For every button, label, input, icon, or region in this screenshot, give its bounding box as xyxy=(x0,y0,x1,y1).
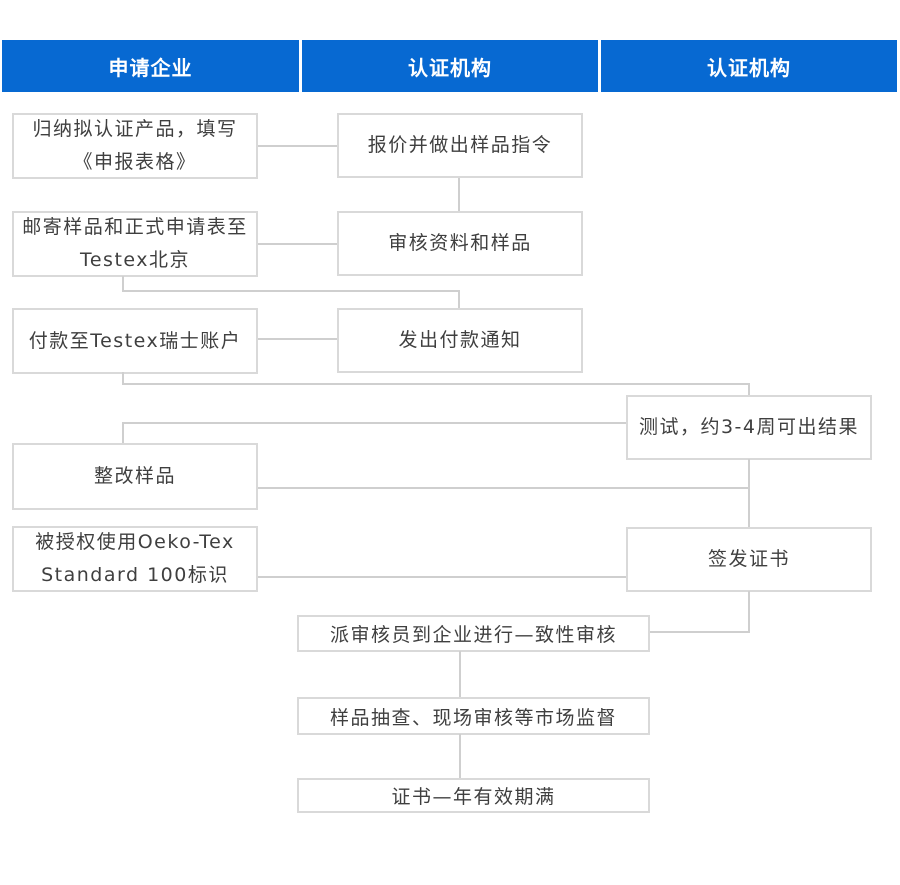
connector-testing-to-rectify-drop xyxy=(122,422,124,443)
node-quotation: 报价并做出样品指令 xyxy=(337,113,583,178)
connector-quotation-to-review xyxy=(458,178,460,211)
node-review-documents: 审核资料和样品 xyxy=(337,211,583,276)
connector-authorized-to-certificate xyxy=(258,576,626,578)
connector-supervision-to-expiry xyxy=(459,734,461,778)
connector-mail-to-notice-run xyxy=(122,290,460,292)
node-consistency-audit: 派审核员到企业进行—致性审核 xyxy=(297,615,650,652)
connector-payment-to-testing-rise xyxy=(748,383,750,395)
connector-mail-to-review xyxy=(258,243,337,245)
node-certificate-expiry: 证书—年有效期满 xyxy=(297,778,650,813)
header-cell-certification-body-1: 认证机构 xyxy=(302,40,598,92)
node-authorized-label: 被授权使用Oeko-Tex Standard 100标识 xyxy=(12,526,258,592)
connector-payment-to-testing-run xyxy=(122,383,750,385)
node-testing: 测试，约3-4周可出结果 xyxy=(626,395,872,460)
connector-summarize-to-quotation xyxy=(258,145,337,147)
node-mail-samples: 邮寄样品和正式申请表至 Testex北京 xyxy=(12,211,258,277)
connector-mail-to-notice-rise xyxy=(458,290,460,308)
connector-certificate-to-audit-run xyxy=(650,631,750,633)
node-payment: 付款至Testex瑞士账户 xyxy=(12,308,258,374)
connector-certificate-to-audit-drop xyxy=(748,591,750,633)
node-payment-notice: 发出付款通知 xyxy=(337,308,583,373)
connector-payment-to-notice xyxy=(258,338,337,340)
header-cell-certification-body-2: 认证机构 xyxy=(601,40,897,92)
connector-payment-to-testing-drop xyxy=(122,372,124,384)
connector-rectify-to-certificate xyxy=(258,487,750,489)
node-summarize-products: 归纳拟认证产品，填写 《申报表格》 xyxy=(12,113,258,179)
header-cell-applicant-company: 申请企业 xyxy=(2,40,299,92)
connector-audit-to-supervision xyxy=(459,651,461,697)
connector-testing-to-rectify-run xyxy=(123,422,626,424)
node-rectify-samples: 整改样品 xyxy=(12,443,258,510)
node-issue-certificate: 签发证书 xyxy=(626,527,872,592)
node-market-supervision: 样品抽查、现场审核等市场监督 xyxy=(297,697,650,735)
connector-testing-to-certificate xyxy=(748,459,750,527)
connector-mail-to-notice-drop xyxy=(122,276,124,291)
